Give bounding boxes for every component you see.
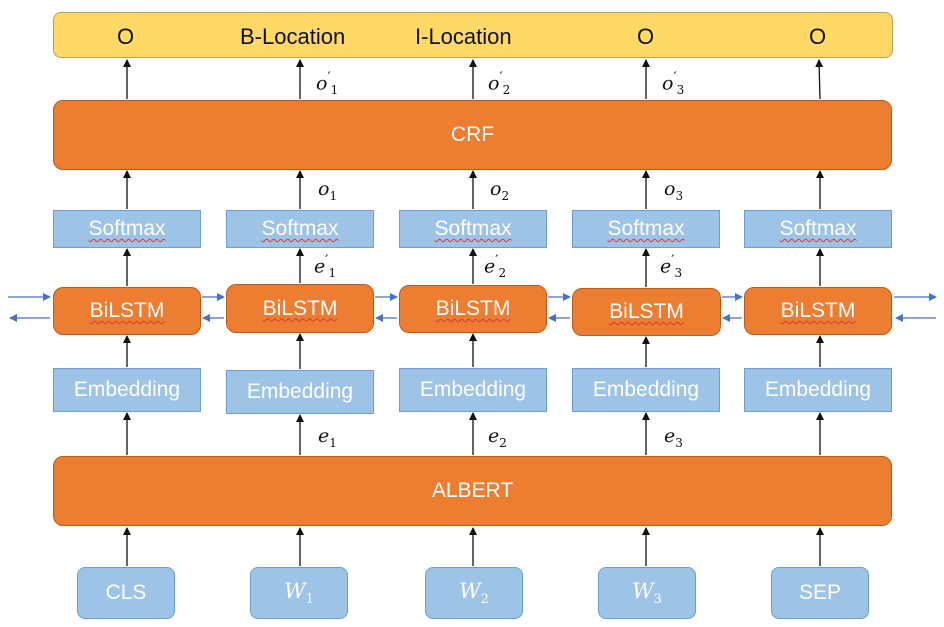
bilstm-label-5: BiLSTM [780, 299, 856, 322]
input-token-w3: W3 [598, 567, 696, 619]
bilstm-box-1: BiLSTM [53, 287, 201, 335]
input-token-cls: CLS [77, 567, 175, 619]
softmax-box-1: Softmax [53, 210, 201, 248]
e-label-3: e3 [664, 425, 683, 450]
e-prime-label-3: e′3 [660, 253, 683, 281]
embedding-box-4: Embedding [572, 368, 720, 412]
bilstm-label-4: BiLSTM [609, 300, 684, 323]
softmax-box-3: Softmax [399, 210, 547, 248]
input-token-w2-text: W [459, 578, 481, 603]
softmax-label-5: Softmax [779, 217, 857, 240]
bilstm-label-3: BiLSTM [435, 297, 511, 320]
input-token-w3-subscript: 3 [653, 592, 662, 608]
bilstm-label-1: BiLSTM [89, 299, 165, 322]
embedding-box-2: Embedding [226, 370, 374, 414]
o-prime-label-2: o′2 [488, 70, 511, 98]
input-token-cls-text: CLS [105, 581, 147, 604]
softmax-label-2: Softmax [261, 217, 339, 240]
e-label-1: e1 [318, 425, 337, 450]
albert-layer: ALBERT [53, 456, 892, 526]
bilstm-box-5: BiLSTM [744, 287, 892, 335]
input-token-w2-subscript: 2 [480, 592, 489, 608]
softmax-box-4: Softmax [572, 210, 720, 248]
bilstm-box-3: BiLSTM [399, 285, 547, 333]
e-label-2: e2 [488, 425, 507, 450]
o-label-1: o1 [318, 178, 338, 203]
o-label-3: o3 [664, 178, 684, 203]
input-token-sep: SEP [771, 567, 869, 619]
embedding-box-5: Embedding [744, 368, 892, 412]
o-label-2: o2 [490, 178, 510, 203]
embedding-box-1: Embedding [53, 368, 201, 412]
output-label-3: I-Location [415, 24, 512, 49]
bilstm-box-2: BiLSTM [226, 284, 374, 333]
output-label-5: O [809, 24, 827, 49]
input-token-sep-text: SEP [798, 581, 842, 604]
input-token-w3-text: W [632, 578, 654, 603]
input-token-w2: W2 [425, 567, 523, 619]
output-label-4: O [637, 24, 655, 49]
arrow-crf-output-5 [815, 59, 824, 100]
input-token-w1-text: W [284, 578, 306, 603]
e-prime-label-1: e′1 [314, 253, 337, 281]
softmax-label-1: Softmax [88, 217, 166, 240]
softmax-label-4: Softmax [607, 217, 685, 240]
input-token-w1-subscript: 1 [305, 592, 314, 608]
softmax-label-3: Softmax [434, 217, 512, 240]
softmax-box-2: Softmax [226, 210, 374, 248]
output-label-1: O [117, 24, 135, 49]
bilstm-label-2: BiLSTM [262, 296, 338, 320]
output-label-bar [53, 12, 893, 58]
o-prime-label-1: o′1 [316, 70, 339, 98]
input-token-w1: W1 [250, 567, 348, 619]
output-label-2: B-Location [240, 24, 346, 49]
crf-layer: CRF [53, 100, 892, 170]
e-prime-label-2: e′2 [484, 253, 507, 281]
softmax-box-5: Softmax [744, 210, 892, 248]
bilstm-box-4: BiLSTM [572, 288, 721, 336]
embedding-box-3: Embedding [399, 368, 547, 412]
o-prime-label-3: o′3 [662, 70, 685, 98]
